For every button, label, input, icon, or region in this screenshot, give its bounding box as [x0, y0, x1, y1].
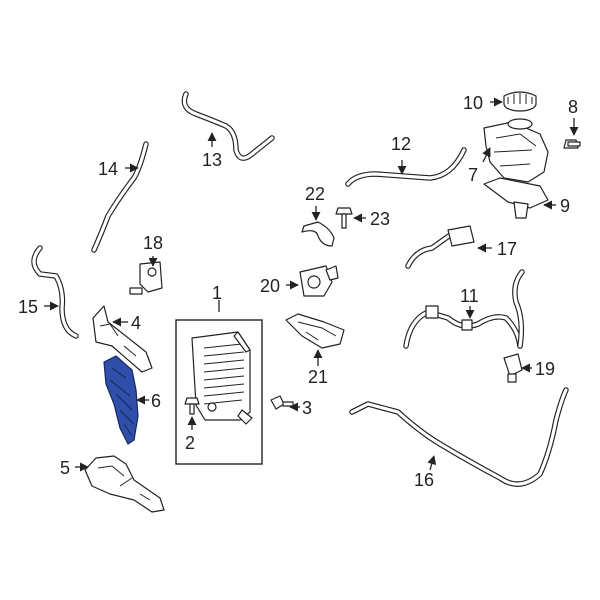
part-20-pump [299, 265, 339, 297]
part-22-clamp [301, 221, 335, 247]
part-5-bracket [84, 455, 165, 513]
callout-3: 3 [302, 398, 312, 418]
part-23-bolt [335, 207, 353, 229]
part-19-sensor [503, 353, 523, 383]
part-4-bracket [92, 305, 153, 373]
part-7-reservoir [483, 118, 549, 183]
callout-7: 7 [468, 165, 478, 185]
part-1-cooler-group [175, 319, 263, 465]
part-11-hose [403, 269, 525, 349]
part-10-cap [503, 91, 537, 112]
callout-10: 10 [463, 93, 483, 113]
part-15-hose [31, 245, 79, 339]
callout-13: 13 [202, 150, 222, 170]
part-6-deflector-highlighted [103, 355, 139, 445]
callout-16: 16 [414, 470, 434, 490]
callout-2: 2 [185, 433, 195, 453]
callout-20: 20 [260, 276, 280, 296]
callout-9: 9 [560, 196, 570, 216]
callout-6: 6 [151, 391, 161, 411]
callout-19: 19 [535, 359, 555, 379]
callout-14: 14 [98, 159, 118, 179]
part-21-bracket [285, 313, 345, 349]
part-8-bolt [563, 139, 581, 149]
leader-16 [427, 455, 437, 471]
callout-22: 22 [305, 184, 325, 204]
part-6-shape [103, 355, 139, 445]
callout-18: 18 [143, 233, 163, 253]
part-16-hose [349, 387, 569, 487]
callout-12: 12 [391, 134, 411, 154]
part-12-hose [345, 147, 467, 187]
callout-5: 5 [60, 458, 70, 478]
part-2-bolt [184, 397, 200, 415]
part-14-hose [91, 141, 149, 253]
part-18-valve [129, 261, 163, 295]
part-9-bracket [483, 177, 549, 219]
callout-23: 23 [370, 209, 390, 229]
callout-21: 21 [308, 367, 328, 387]
part-3-bolt [270, 395, 294, 410]
callout-11: 11 [460, 286, 479, 306]
callout-1: 1 [212, 283, 222, 303]
leader-7 [482, 147, 491, 163]
part-13-hose [181, 91, 275, 161]
callout-15: 15 [18, 297, 38, 317]
part-17-hose [405, 225, 475, 269]
callout-4: 4 [131, 313, 141, 333]
part-1-outline-box [175, 319, 263, 465]
callout-8: 8 [568, 97, 578, 117]
callout-17: 17 [497, 239, 517, 259]
